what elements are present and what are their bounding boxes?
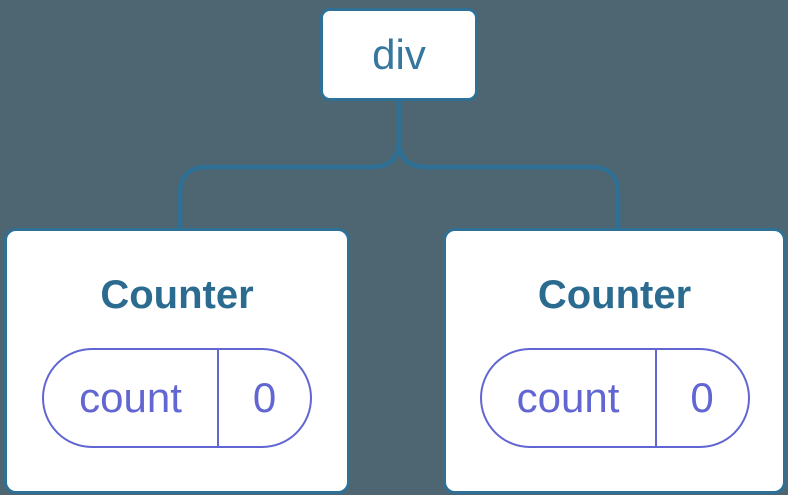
- state-value: 0: [217, 350, 310, 446]
- root-node-label: div: [372, 30, 426, 78]
- tree-node-div: div: [320, 8, 478, 101]
- state-key-label: count: [79, 374, 182, 421]
- state-value: 0: [654, 350, 748, 446]
- counter-title: Counter: [537, 273, 692, 317]
- counter-card-2: Counter count 0: [443, 228, 786, 494]
- counter-title: Counter: [100, 273, 254, 317]
- state-pill: count 0: [479, 348, 750, 448]
- state-key-label: count: [516, 374, 620, 421]
- counter-card-1: Counter count 0: [4, 228, 350, 494]
- state-pill: count 0: [42, 348, 312, 448]
